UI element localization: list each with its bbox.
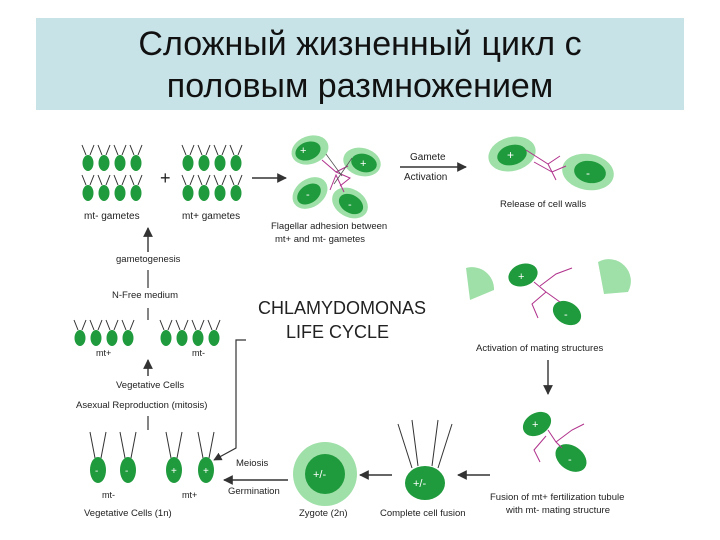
vegetative-cell: -: [89, 431, 107, 483]
small-cell: [129, 174, 143, 201]
title-line-1: Сложный жизненный цикл с: [138, 25, 582, 63]
small-cell: [181, 144, 195, 171]
cell-mark: -: [95, 466, 98, 477]
small-cell: [213, 174, 227, 201]
release-cell-walls-label: Release of cell walls: [500, 199, 586, 210]
fusion-cell-symbol: +/-: [413, 478, 426, 490]
small-cell: [89, 319, 103, 346]
small-cell: [73, 319, 87, 346]
meiosis-label: Meiosis: [236, 458, 268, 469]
vegetative-cells-label: Vegetative Cells: [116, 380, 184, 391]
center-title-line-1: CHLAMYDOMONAS: [258, 298, 426, 318]
zygote-label: Zygote (2n): [299, 508, 348, 519]
vegetative-cells-bottom: - - + +: [89, 431, 215, 483]
fusion-minus: -: [568, 454, 572, 466]
small-cell: [97, 144, 111, 171]
small-cell: [129, 144, 143, 171]
small-cell: [197, 174, 211, 201]
release-plus: +: [507, 148, 514, 162]
middle-mt-plus-label: mt+: [96, 348, 111, 358]
n-free-medium-label: N-Free medium: [112, 290, 178, 301]
complete-fusion-cell: +/-: [397, 419, 453, 500]
small-cell: [159, 319, 173, 346]
mating-minus: -: [564, 309, 568, 321]
small-cell: [213, 144, 227, 171]
release-minus: -: [586, 166, 590, 180]
small-cell: [207, 319, 221, 346]
bottom-mt-plus-label: mt+: [182, 490, 197, 500]
zygote-cell: +/-: [293, 442, 357, 506]
flagellar-adhesion-label-2: mt+ and mt- gametes: [275, 234, 365, 245]
zygote-symbol: +/-: [313, 469, 326, 481]
vegetative-cells-middle: [73, 319, 221, 346]
fertilization-tubule-pair: + -: [522, 411, 587, 472]
arrow-elbow-return: [213, 339, 246, 461]
small-cell: [121, 319, 135, 346]
fusion-label-1: Fusion of mt+ fertilization tubule: [490, 492, 624, 503]
small-cell: [97, 174, 111, 201]
small-cell: [113, 174, 127, 201]
cell-mark: +: [171, 466, 177, 477]
small-cell: [229, 144, 243, 171]
cell-mark: -: [125, 466, 128, 477]
adhesion-plus-1: +: [300, 145, 306, 157]
vegetative-1n-label: Vegetative Cells (1n): [84, 508, 172, 519]
cell-mark: +: [203, 466, 209, 477]
gametogenesis-label: gametogenesis: [116, 254, 181, 265]
mt-plus-gametes-label: mt+ gametes: [182, 211, 240, 222]
small-cell: [181, 174, 195, 201]
small-cell: [81, 144, 95, 171]
release-cell-walls-pair: + -: [488, 136, 614, 191]
small-cell: [175, 319, 189, 346]
mating-activation-pair: + -: [466, 259, 631, 326]
bottom-mt-minus-label: mt-: [102, 490, 115, 500]
small-cell: [81, 174, 95, 201]
activation-mating-label: Activation of mating structures: [476, 343, 603, 354]
flagellar-adhesion-label-1: Flagellar adhesion between: [271, 221, 387, 232]
gamete-activation-label-2: Activation: [404, 172, 447, 183]
adhesion-minus-2: -: [348, 199, 352, 211]
adhesion-minus-1: -: [306, 189, 310, 201]
fusion-plus: +: [532, 419, 538, 431]
small-cell: [191, 319, 205, 346]
plus-symbol: +: [160, 168, 171, 188]
complete-fusion-label: Complete cell fusion: [380, 508, 466, 519]
fusion-label-2: with mt- mating structure: [505, 505, 610, 516]
small-cell: [197, 144, 211, 171]
vegetative-cell: +: [197, 431, 215, 483]
adhesion-plus-2: +: [360, 158, 366, 170]
small-cell: [105, 319, 119, 346]
vegetative-cell: -: [119, 431, 137, 483]
title-line-2: половым размножением: [166, 67, 554, 105]
mt-minus-gametes-label: mt- gametes: [84, 211, 140, 222]
germination-label: Germination: [228, 486, 280, 497]
gamete-activation-label-1: Gamete: [410, 152, 446, 163]
small-cell: [229, 174, 243, 201]
vegetative-cell: +: [165, 431, 183, 483]
center-title-line-2: LIFE CYCLE: [286, 322, 389, 342]
mating-plus: +: [518, 271, 524, 283]
flagellar-adhesion-cluster: + + - -: [291, 135, 381, 219]
mt-minus-gametes-group: [81, 144, 143, 201]
title-banner: Сложный жизненный цикл с половым размнож…: [36, 18, 684, 110]
small-cell: [113, 144, 127, 171]
middle-mt-minus-label: mt-: [192, 348, 205, 358]
mt-plus-gametes-group: [181, 144, 243, 201]
asexual-reproduction-label: Asexual Reproduction (mitosis): [76, 400, 207, 411]
